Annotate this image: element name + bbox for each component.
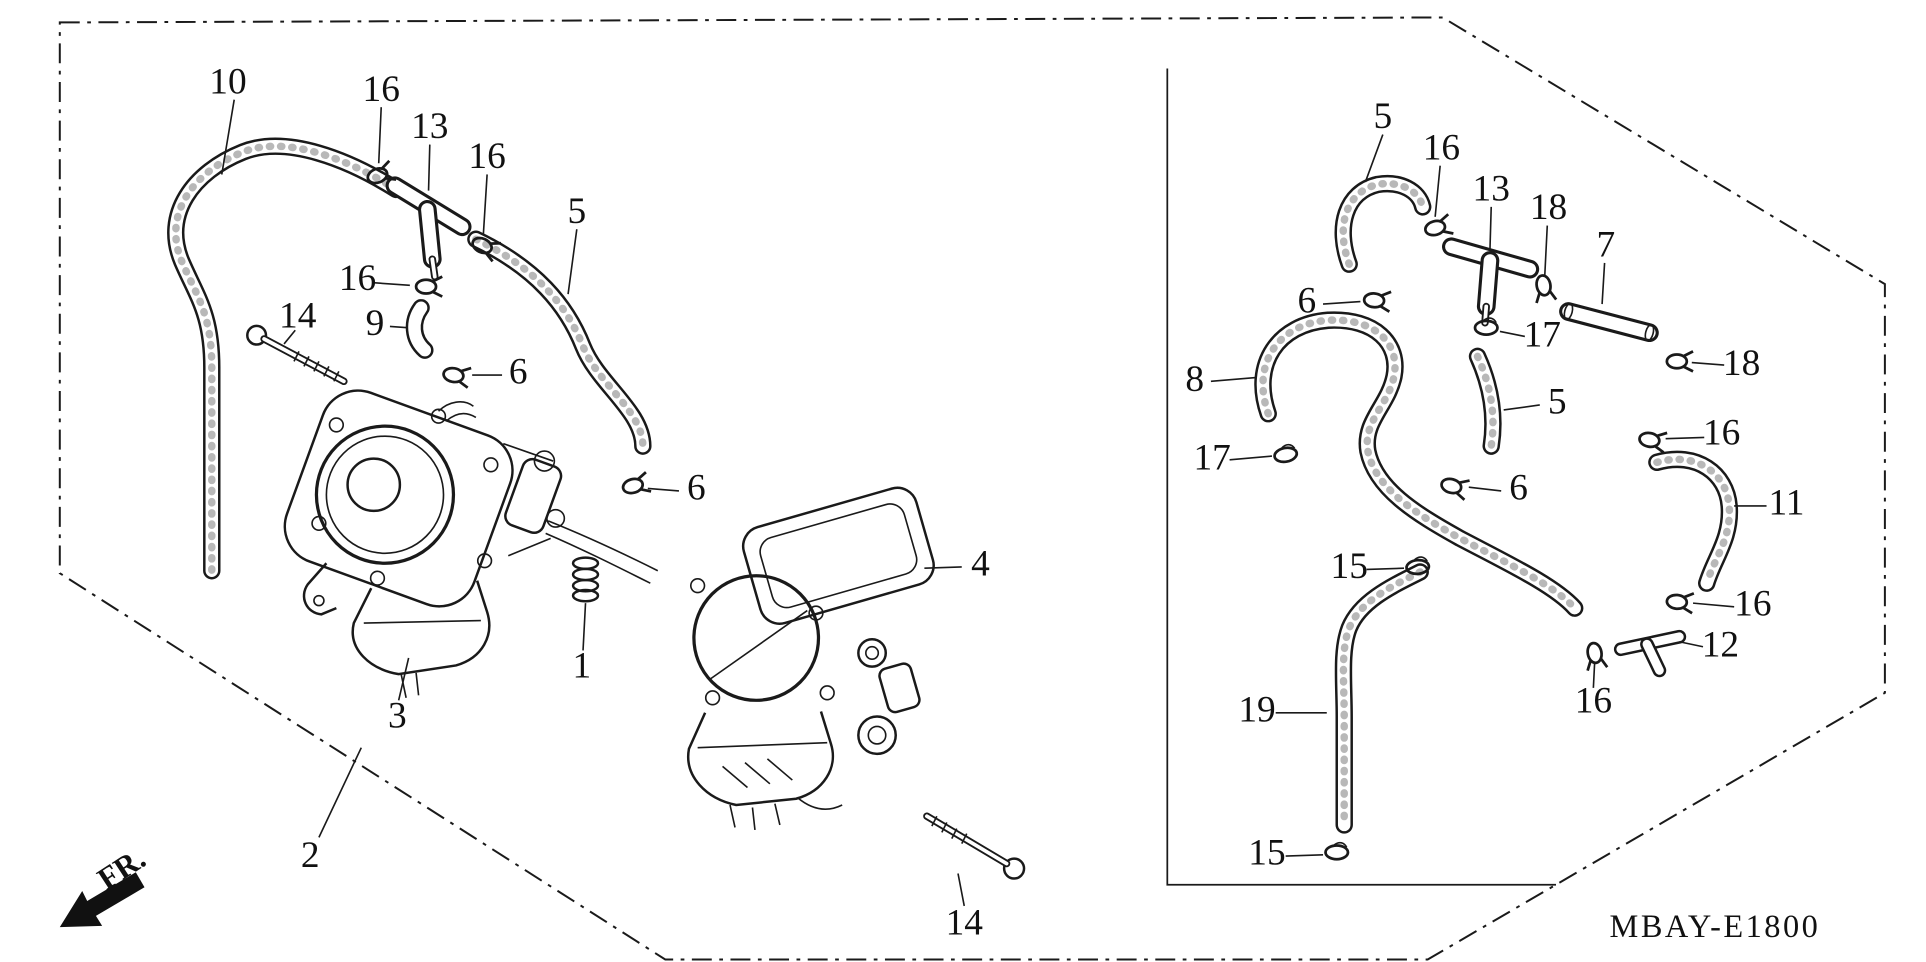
section-divider [1166, 68, 1556, 886]
joint-12 [1613, 629, 1687, 678]
fr-arrow-icon [59, 872, 145, 928]
t-joint-13-right [1442, 237, 1540, 327]
part-number-9: 9 [366, 303, 385, 344]
part-number-16: 16 [1734, 583, 1771, 624]
hose-clamp-16 [414, 275, 444, 298]
diagram-border [58, 16, 1886, 961]
part-number-12: 12 [1702, 625, 1739, 666]
part-number-19: 19 [1238, 689, 1275, 730]
part-number-4: 4 [971, 544, 990, 585]
part-number-16: 16 [339, 258, 376, 299]
wire-clip-17 [1473, 316, 1499, 336]
bolt-14-bottom [923, 812, 1026, 880]
part-number-17: 17 [1524, 314, 1561, 355]
part-number-16: 16 [1703, 413, 1740, 454]
hose-clamp-18 [1530, 272, 1558, 305]
hose-11 [1648, 450, 1739, 592]
part-number-16: 16 [1575, 681, 1612, 722]
carburetor-assembly-4 [686, 486, 935, 831]
hose-clamp-6 [619, 470, 653, 500]
tube-7 [1559, 302, 1659, 343]
part-number-6: 6 [1297, 281, 1316, 322]
leader-lines [220, 99, 1767, 907]
hose-clamp-16 [1636, 426, 1669, 454]
hose-clamp-16 [1664, 589, 1696, 615]
hose-5-top-right [1334, 174, 1432, 273]
part-number-18: 18 [1530, 187, 1567, 228]
part-number-5: 5 [567, 191, 586, 232]
hose-clamp-6 [1361, 288, 1393, 314]
part-number-1: 1 [572, 646, 591, 687]
carburetor-assembly-3 [283, 389, 659, 698]
hose-clamp-18 [1665, 350, 1695, 373]
part-number-11: 11 [1768, 482, 1804, 523]
wire-clip-15 [1324, 841, 1350, 861]
front-direction-indicator: FR. [59, 840, 152, 928]
spring-1 [571, 556, 600, 603]
part-number-6: 6 [509, 352, 528, 393]
part-number-16: 16 [468, 136, 505, 177]
hose-5-left [467, 230, 652, 455]
bolt-14-left [246, 324, 348, 386]
hose-5-mid-right [1468, 347, 1502, 455]
part-number-2: 2 [301, 835, 320, 876]
part-number-18: 18 [1723, 343, 1760, 384]
part-number-16: 16 [363, 69, 400, 110]
part-number-8: 8 [1185, 359, 1204, 400]
part-number-13: 13 [1473, 168, 1510, 209]
callout-labels: 10 16 13 16 5 16 9 14 6 6 3 1 2 4 14 5 1… [209, 61, 1804, 943]
part-number-16: 16 [1423, 127, 1460, 168]
part-number-14: 14 [946, 902, 984, 943]
part-number-17: 17 [1193, 438, 1230, 479]
part-number-14: 14 [279, 296, 317, 337]
hose-19 [1334, 563, 1429, 834]
part-number-15: 15 [1248, 833, 1285, 874]
part-number-10: 10 [209, 61, 246, 102]
part-number-3: 3 [388, 696, 407, 737]
part-number-15: 15 [1331, 546, 1368, 587]
part-number-6: 6 [687, 468, 706, 509]
part-number-5: 5 [1548, 382, 1567, 423]
part-number-5: 5 [1373, 96, 1392, 137]
hose-9 [405, 299, 434, 359]
diagram-code: MBAY-E1800 [1610, 909, 1821, 945]
hose-10 [167, 137, 405, 580]
part-number-6: 6 [1509, 468, 1528, 509]
part-number-7: 7 [1596, 225, 1615, 266]
hose-clamp-16 [1421, 212, 1455, 242]
hose-clamp-6 [1437, 472, 1471, 502]
t-joint-13-left [385, 176, 472, 281]
wire-clip-17 [1271, 442, 1300, 465]
part-number-13: 13 [411, 106, 448, 147]
hose-clamp-6 [440, 362, 473, 390]
hose-8 [1254, 311, 1584, 617]
